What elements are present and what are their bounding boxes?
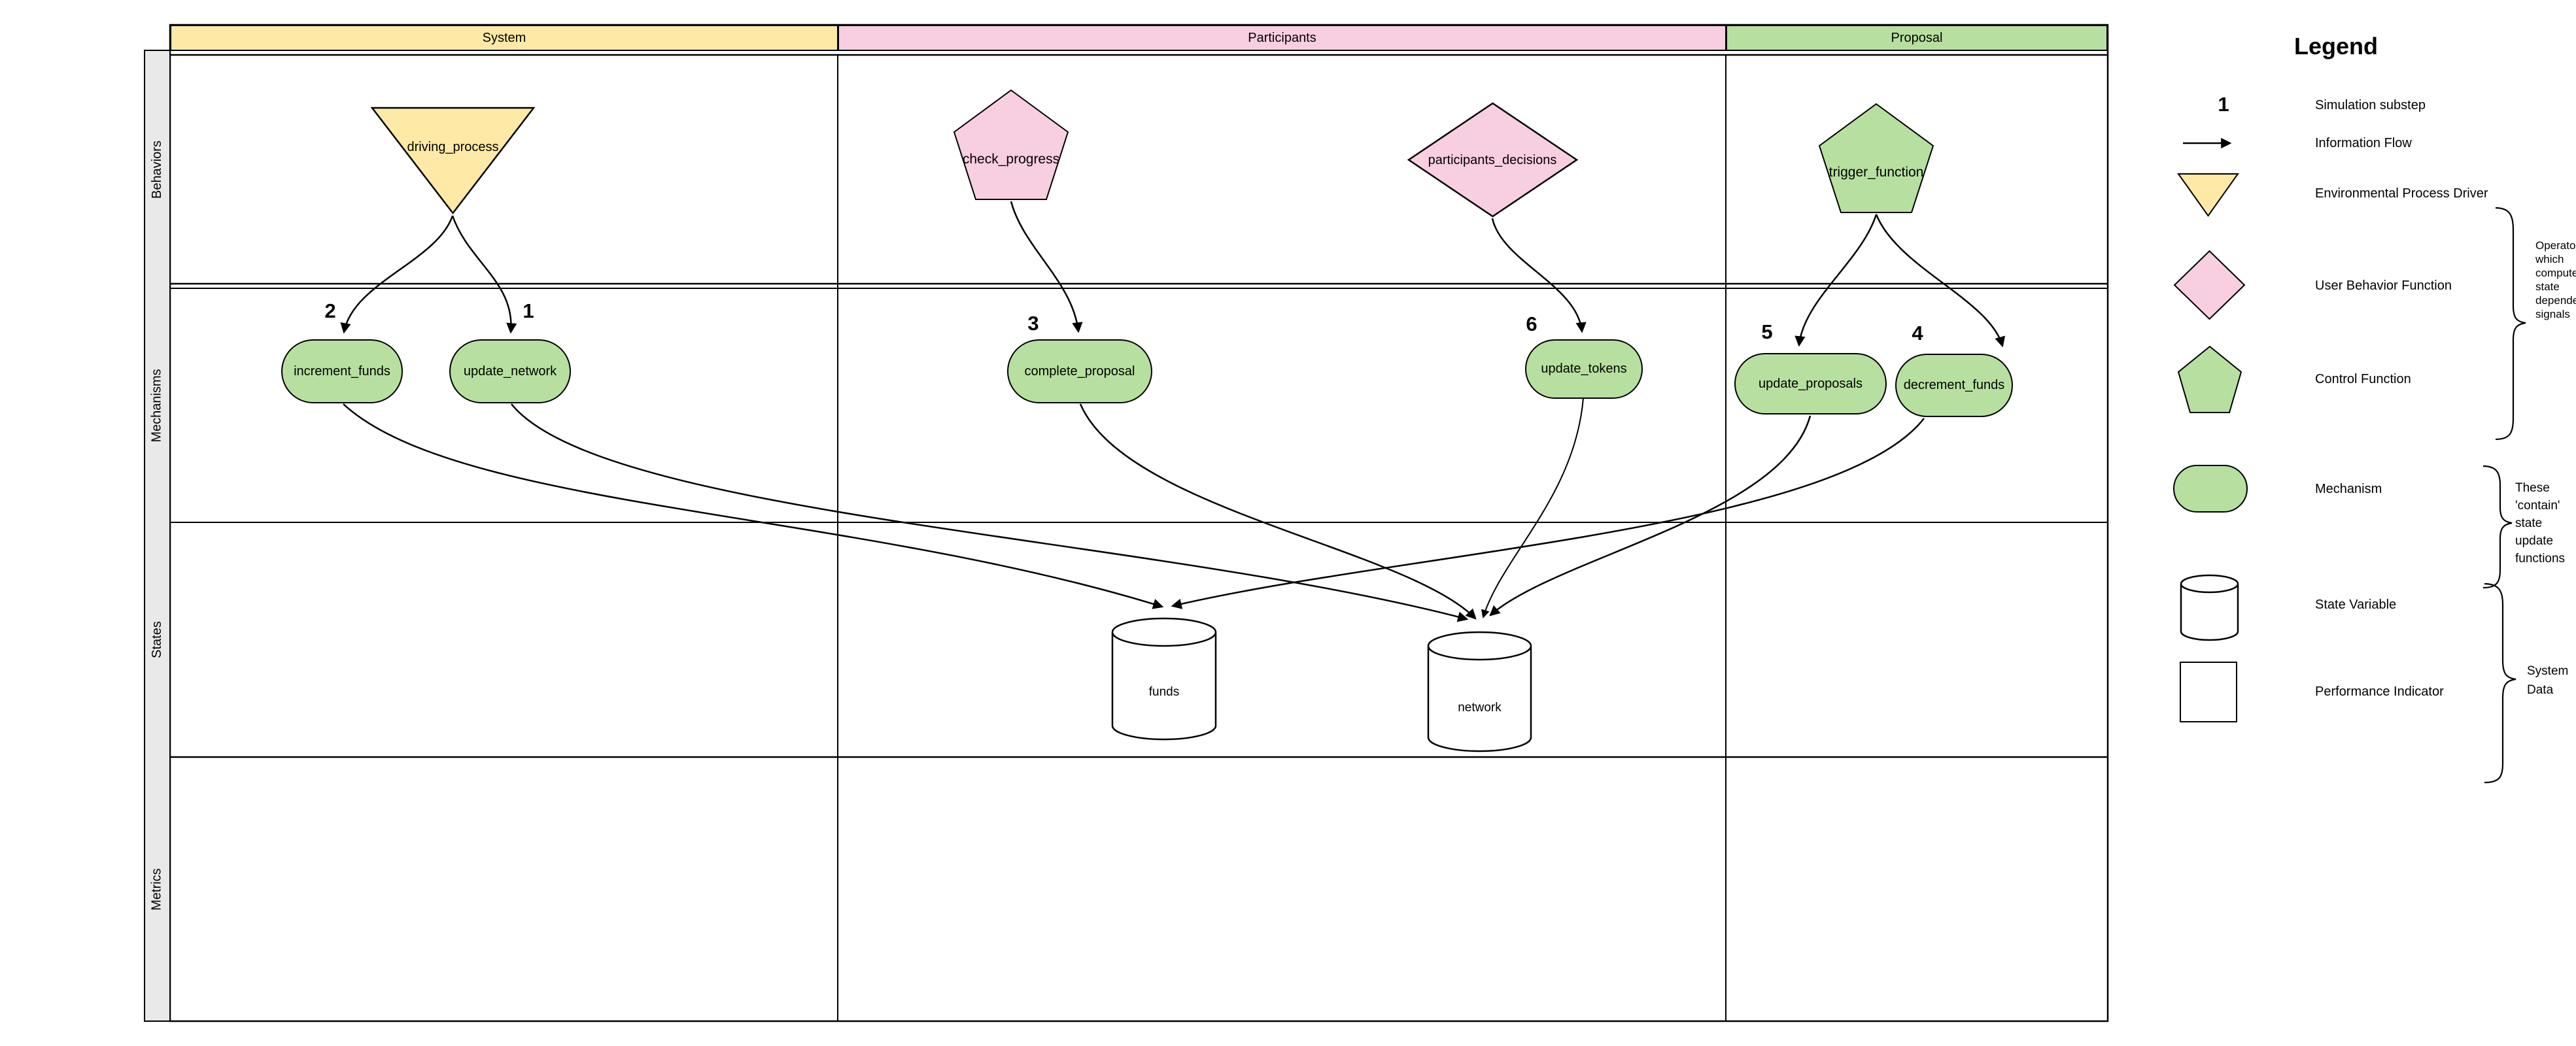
edge-trigger-function-to-decrement-funds	[1875, 214, 2006, 348]
edge-check-progress-to-complete-proposal	[1010, 201, 1083, 333]
annotation-state-update-functions: These 'contain' state update functions	[2515, 481, 2566, 565]
edges-layer	[340, 201, 2006, 622]
cylinder-funds	[1111, 617, 1217, 741]
user-behavior-function-icon	[2173, 250, 2246, 320]
pentagon-check-progress	[953, 89, 1069, 200]
node-update-tokens: update_tokens	[1525, 339, 1643, 399]
node-update-network: update_network	[449, 339, 571, 403]
row-label-behaviors: Behaviors	[150, 140, 164, 199]
substep-number-complete-proposal: 3	[1027, 312, 1039, 335]
simulation-substep-icon: 1	[2218, 93, 2229, 116]
header-cell-participants: Participants	[838, 25, 1726, 51]
brace-system-data	[2484, 582, 2516, 784]
state-shapes	[1111, 617, 1532, 752]
edge-complete-proposal-to-network	[1079, 403, 1477, 620]
legend-label-control-function: Control Function	[2315, 372, 2411, 386]
performance-indicator-icon	[2180, 662, 2237, 722]
triangle-driving-process	[370, 107, 536, 215]
node-increment-funds: increment_funds	[281, 339, 403, 403]
edge-trigger-function-to-update-proposals	[1795, 214, 1878, 347]
substep-number-update-proposals: 5	[1761, 320, 1773, 343]
header-cell-proposal: Proposal	[1726, 25, 2108, 51]
edge-driving-process-to-increment-funds	[340, 215, 454, 334]
annotation-signal-operators: Operators which compute state dependent …	[2535, 239, 2576, 320]
edge-update-tokens-to-network	[1481, 397, 1584, 618]
diamond-participants-decisions	[1407, 102, 1579, 218]
state-variable-icon	[2180, 574, 2239, 641]
brace-mechanism	[2482, 465, 2513, 589]
edge-decrement-funds-to-funds	[1171, 418, 1925, 609]
header-label-proposal: Proposal	[1891, 30, 1943, 45]
legend-label-mechanism: Mechanism	[2315, 482, 2382, 496]
legend-title: Legend	[2294, 33, 2379, 59]
edge-update-network-to-network	[511, 403, 1469, 622]
node-label-trigger-function: trigger_function	[1829, 165, 1924, 180]
legend-label-user-behavior-function: User Behavior Function	[2315, 278, 2452, 293]
edge-driving-process-to-update-network	[451, 215, 517, 334]
substep-number-increment-funds: 2	[324, 299, 336, 322]
header-label-participants: Participants	[1248, 30, 1316, 45]
node-label-check-progress: check_progress	[962, 152, 1060, 167]
header-cell-system: System	[170, 25, 838, 51]
legend-label-simulation-substep: Simulation substep	[2315, 98, 2426, 112]
cylinder-network	[1427, 631, 1532, 752]
substep-number-update-network: 1	[523, 299, 534, 322]
substep-number-update-tokens: 6	[1526, 312, 1537, 335]
row-label-mechanisms: Mechanisms	[150, 368, 165, 443]
node-label-participants-decisions: participants_decisions	[1428, 153, 1557, 167]
row-label-metrics: Metrics	[150, 868, 165, 911]
brace-signal-operators	[2495, 207, 2526, 441]
legend-label-information-flow: Information Flow	[2315, 136, 2412, 150]
substep-number-decrement-funds: 4	[1912, 322, 1923, 345]
legend-label-performance-indicator: Performance Indicator	[2315, 684, 2444, 699]
legend-icons	[2173, 137, 2526, 784]
legend-label-environmental-process-driver: Environmental Process Driver	[2315, 186, 2488, 201]
mechanism-icon	[2173, 465, 2248, 513]
node-update-proposals: update_proposals	[1734, 353, 1887, 414]
edge-increment-funds-to-funds	[343, 403, 1164, 609]
annotation-system-data: System Data	[2527, 664, 2569, 697]
legend-label-state-variable: State Variable	[2315, 598, 2397, 612]
edge-participants-decisions-to-update-tokens	[1491, 218, 1587, 333]
behavior-shapes	[370, 89, 1934, 218]
node-label-network: network	[1458, 701, 1502, 715]
edge-update-proposals-to-network	[1489, 415, 1812, 616]
row-label-states: States	[150, 621, 165, 658]
row-label-column	[144, 50, 171, 1022]
header-label-system: System	[482, 30, 526, 45]
pentagon-trigger-function	[1818, 103, 1934, 213]
legend-braces	[2482, 207, 2526, 784]
node-complete-proposal: complete_proposal	[1007, 339, 1152, 403]
node-decrement-funds: decrement_funds	[1895, 354, 2013, 417]
node-label-funds: funds	[1148, 685, 1180, 699]
node-label-driving-process: driving_process	[407, 140, 499, 154]
environmental-process-driver-icon	[2177, 173, 2239, 217]
control-function-icon	[2177, 345, 2242, 413]
